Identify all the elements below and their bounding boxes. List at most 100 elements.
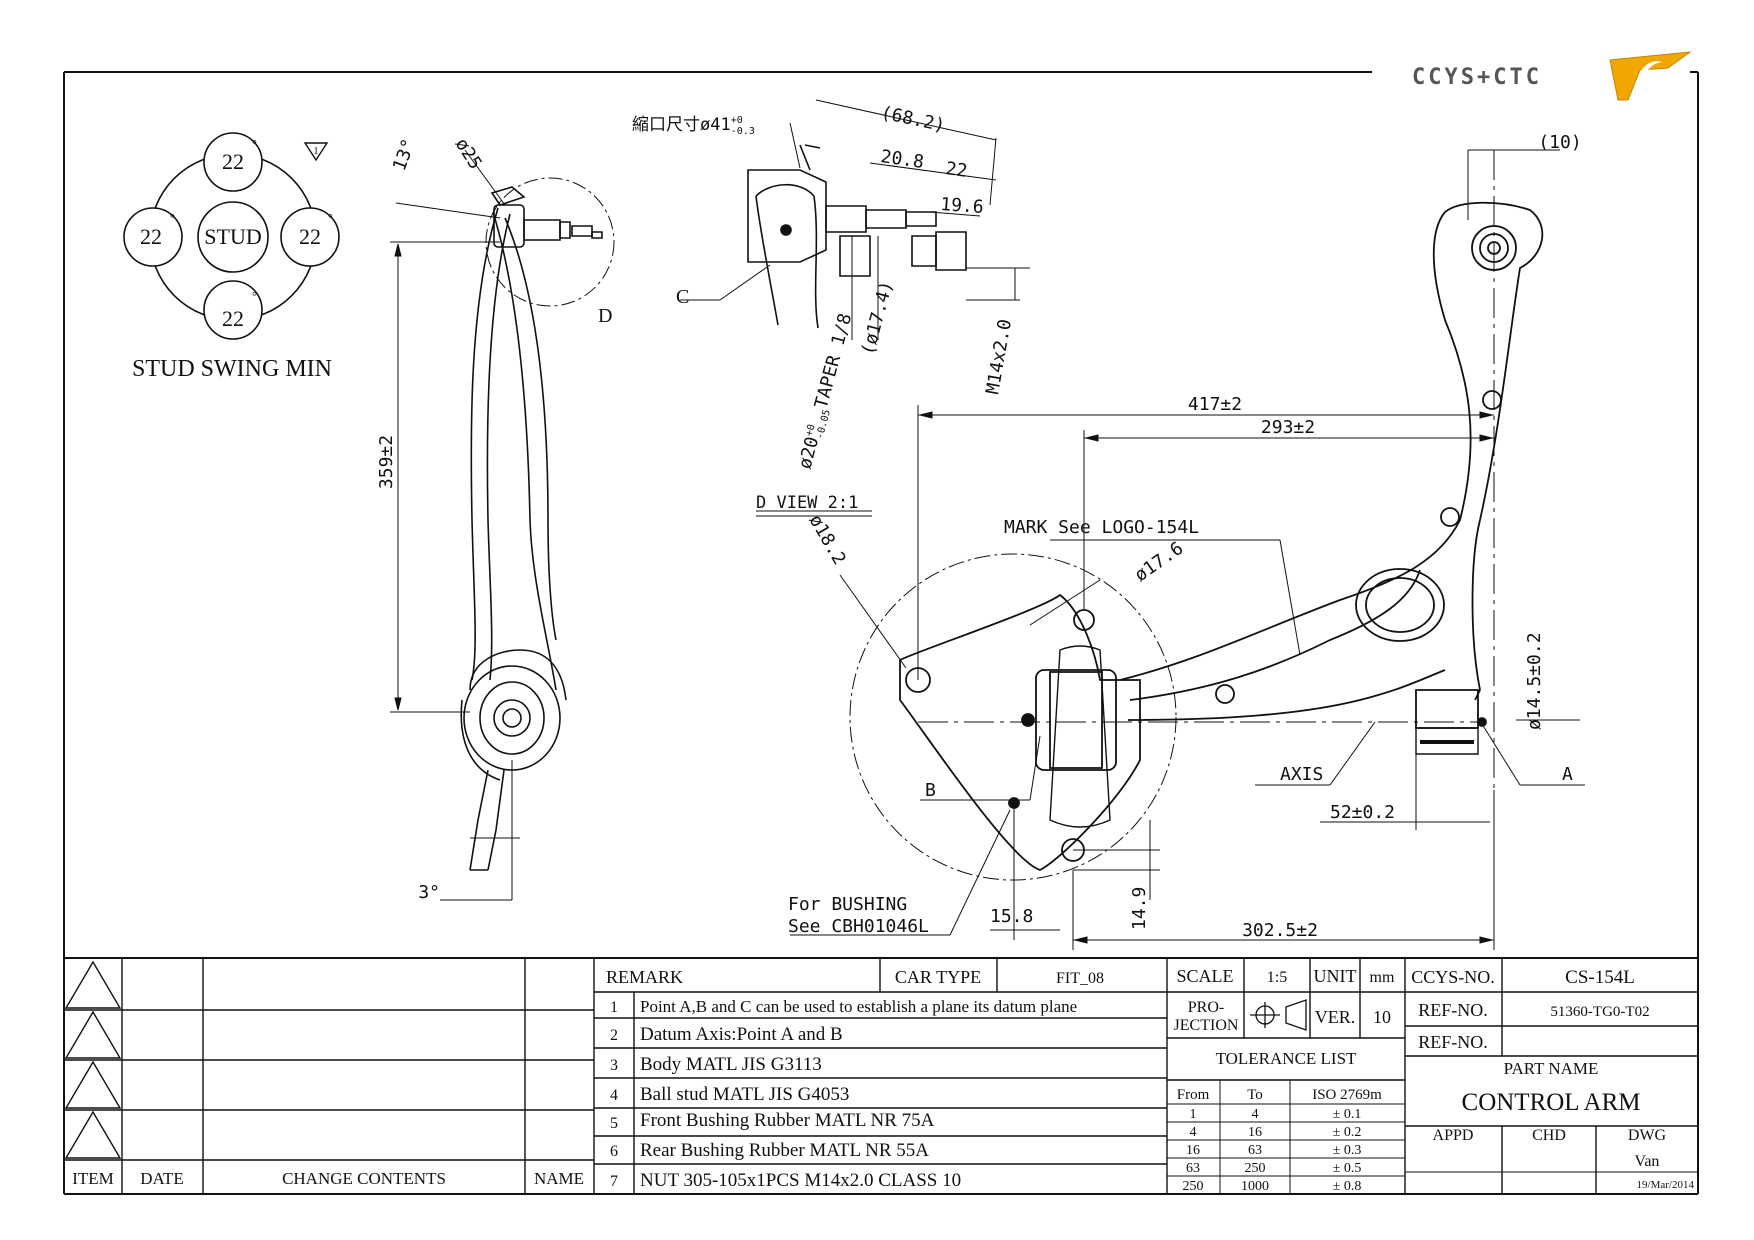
swing-caption: STUD SWING MIN [132, 356, 332, 382]
car-type-label: CAR TYPE [895, 967, 981, 987]
ref-no-2-label: REF-NO. [1418, 1032, 1488, 1052]
main-dim-14-9: 14.9 [1129, 887, 1150, 930]
remark-text: Datum Axis:Point A and B [640, 1024, 843, 1045]
revision-header-item: ITEM [72, 1169, 114, 1188]
tolerance-value: ± 0.8 [1333, 1179, 1362, 1194]
ref-no-value: 51360-TG0-T02 [1550, 1004, 1649, 1020]
remark-number: 7 [610, 1173, 618, 1190]
tolerance-value: ± 0.5 [1333, 1161, 1362, 1176]
ref-no-label: REF-NO. [1418, 1000, 1488, 1020]
main-view [850, 203, 1542, 880]
detail-view-dimensions [680, 100, 1030, 516]
scale-label: SCALE [1176, 966, 1233, 986]
side-angle-bottom-dim: 3° [418, 882, 440, 903]
revision-table [64, 958, 594, 1194]
main-dim-417: 417±2 [1188, 394, 1242, 415]
remark-text: Front Bushing Rubber MATL NR 75A [640, 1110, 935, 1131]
main-mark-note: MARK See LOGO-154L [1004, 517, 1199, 538]
revision-header-change: CHANGE CONTENTS [282, 1169, 446, 1188]
drawing-date: 19/Mar/2014 [1637, 1179, 1695, 1191]
remark-text: NUT 305-105x1PCS M14x2.0 CLASS 10 [640, 1170, 961, 1191]
main-dim-52: 52±0.2 [1330, 802, 1395, 823]
tolerance-rows: 1 4 ± 0.1 4 16 ± 0.2 16 63 ± 0.3 63 250 … [1183, 1107, 1362, 1194]
drawn-by: Van [1635, 1153, 1660, 1170]
tolerance-to: 63 [1248, 1143, 1262, 1158]
company-logo: CCYS+CTC [1412, 52, 1690, 100]
swing-top-deg: ° [252, 137, 257, 151]
swing-left-value: 22 [140, 224, 162, 249]
main-label-a: A [1562, 764, 1573, 785]
detail-taper-dim: ø20+0-0.05TAPER 1/8 [795, 311, 859, 472]
tolerance-to: 16 [1248, 1125, 1262, 1140]
unit-label: UNIT [1314, 966, 1357, 986]
remark-number: 6 [610, 1143, 618, 1160]
tolerance-from: 250 [1183, 1179, 1204, 1194]
main-axis-label: AXIS [1280, 764, 1323, 785]
main-dim-17-6: ø17.6 [1131, 538, 1187, 586]
side-view [461, 178, 614, 870]
side-height-dim: 359±2 [376, 435, 397, 489]
part-name-value: CONTROL ARM [1462, 1089, 1641, 1116]
tolerance-value: ± 0.2 [1333, 1125, 1362, 1140]
swing-right-deg: ° [328, 211, 333, 225]
revision-header-name: NAME [534, 1169, 584, 1188]
detail-dim-20-8: 20.8 [879, 146, 925, 173]
remark-number: 4 [610, 1087, 618, 1104]
title-block [1405, 958, 1698, 1194]
main-dim-15-8: 15.8 [990, 906, 1033, 927]
triangle-marker-number: 1 [314, 146, 319, 157]
remark-number: 1 [610, 999, 618, 1016]
remark-number: 3 [610, 1057, 618, 1074]
main-label-b: B [925, 780, 936, 801]
tolerance-to: 250 [1245, 1161, 1266, 1176]
tolerance-header-to: To [1247, 1087, 1263, 1103]
tolerance-from: 4 [1190, 1125, 1197, 1140]
main-bushing-note-2: See CBH01046L [788, 916, 929, 937]
detail-view [748, 145, 966, 328]
tolerance-to: 1000 [1241, 1179, 1269, 1194]
chd-label: CHD [1532, 1127, 1566, 1144]
side-dia-dim: ø25 [451, 135, 486, 174]
detail-label-c: C [676, 286, 689, 308]
detail-dim-68: (68.2) [879, 102, 947, 136]
remark-text: Rear Bushing Rubber MATL NR 55A [640, 1140, 929, 1161]
version-value: 10 [1373, 1007, 1391, 1027]
detail-callout-label: D [598, 305, 612, 327]
remark-number: 2 [610, 1027, 618, 1044]
swing-left-deg: ° [170, 211, 175, 225]
sheet-frame [64, 72, 1698, 1194]
main-dim-14-5: ø14.5±0.2 [1524, 632, 1545, 730]
side-angle-top-dim: 13° [389, 136, 420, 174]
tolerance-header-std: ISO 2769m [1312, 1087, 1382, 1103]
tolerance-block [1167, 958, 1405, 1194]
appd-label: APPD [1433, 1127, 1474, 1144]
remarks-header: REMARK [606, 967, 683, 987]
tolerance-title: TOLERANCE LIST [1216, 1049, 1357, 1068]
swing-top-value: 22 [222, 149, 244, 174]
swing-center-label: STUD [204, 224, 261, 249]
tolerance-to: 4 [1252, 1107, 1259, 1122]
remark-text: Point A,B and C can be used to establish… [640, 997, 1077, 1016]
tolerance-from: 16 [1186, 1143, 1200, 1158]
detail-dim-22: 22 [944, 158, 968, 182]
tolerance-header-from: From [1177, 1087, 1210, 1103]
projection-label-2: JECTION [1174, 1017, 1239, 1034]
triangle-marker-icon: 1 [305, 143, 327, 160]
swing-bottom-value: 22 [222, 306, 244, 331]
remarks-table [594, 958, 1167, 1194]
main-dim-18-2: ø18.2 [805, 511, 850, 568]
detail-thread-dim: M14x2.0 [982, 318, 1016, 396]
detail-dim-17-4: (ø17.4) [858, 279, 898, 358]
swing-right-value: 22 [299, 224, 321, 249]
remark-number: 5 [610, 1115, 618, 1132]
tolerance-value: ± 0.1 [1333, 1107, 1362, 1122]
ccys-no-value: CS-154L [1565, 967, 1635, 988]
dwg-label: DWG [1628, 1127, 1667, 1144]
detail-view-title: D VIEW 2:1 [756, 493, 858, 513]
main-bushing-note-1: For BUSHING [788, 894, 907, 915]
main-dim-293: 293±2 [1261, 417, 1315, 438]
version-label: VER. [1315, 1007, 1356, 1027]
stud-swing-diagram [124, 133, 339, 339]
tolerance-from: 63 [1186, 1161, 1200, 1176]
